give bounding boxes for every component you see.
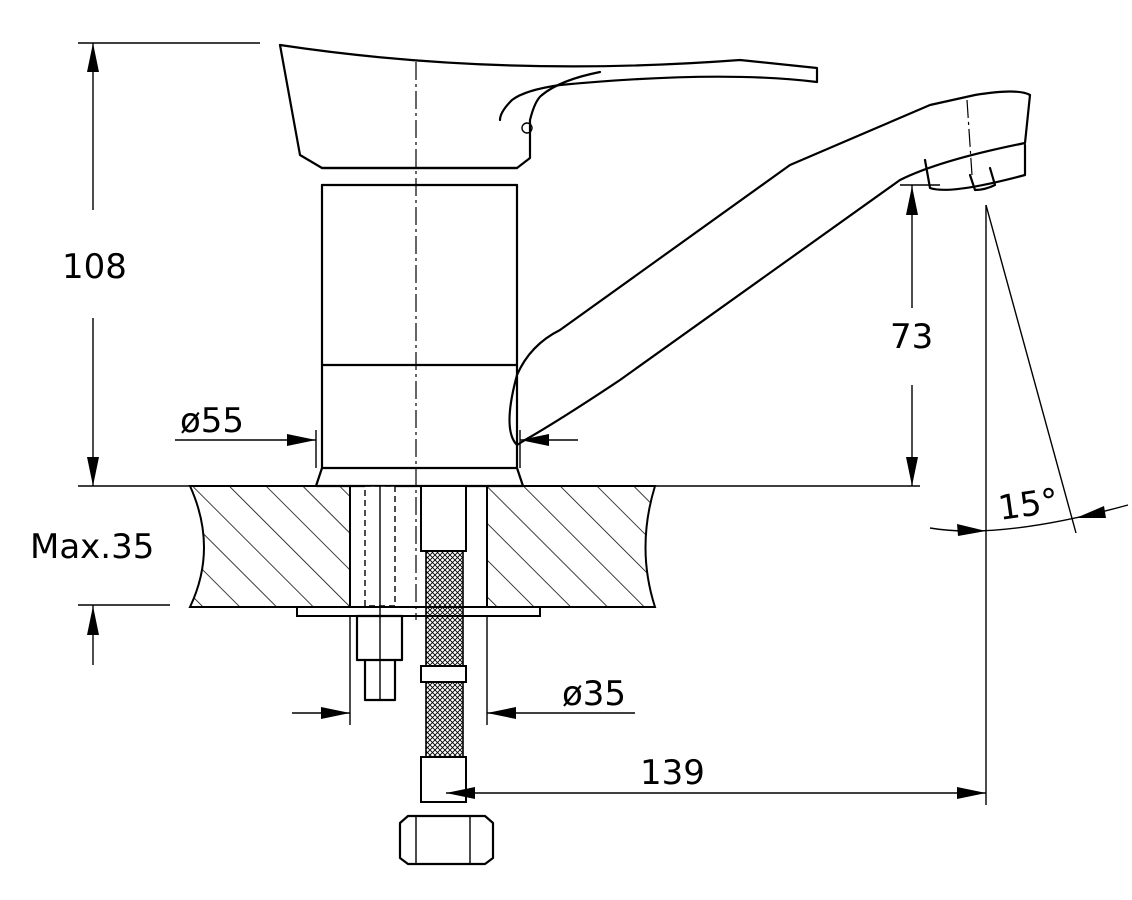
water-hose (398, 485, 495, 866)
spout-centerline (966, 99, 973, 176)
mounting-plate (296, 606, 541, 617)
dim-spout-height (900, 184, 940, 486)
label-spout-height: 73 (890, 317, 933, 357)
label-total-height: 108 (62, 247, 127, 287)
dim-total-height (78, 42, 920, 487)
label-spout-reach: 139 (640, 753, 705, 793)
dim-spout-angle (929, 204, 1129, 536)
faucet-body (314, 166, 525, 488)
mounting-stud (355, 485, 404, 702)
label-spout-angle: 15° (996, 481, 1061, 529)
label-countertop-max: Max.35 (30, 527, 154, 567)
dim-hole-diameter (292, 616, 635, 725)
spout (508, 90, 1032, 447)
label-hole-diameter: ø35 (562, 674, 626, 714)
dim-body-diameter (175, 430, 578, 468)
label-body-diameter: ø55 (180, 401, 244, 441)
dim-countertop-max (78, 604, 170, 665)
countertop-left-block (188, 485, 351, 608)
countertop-section (188, 485, 657, 617)
dim-spout-reach (446, 205, 987, 805)
lever-handle (278, 43, 819, 170)
countertop-right-block (486, 485, 657, 608)
